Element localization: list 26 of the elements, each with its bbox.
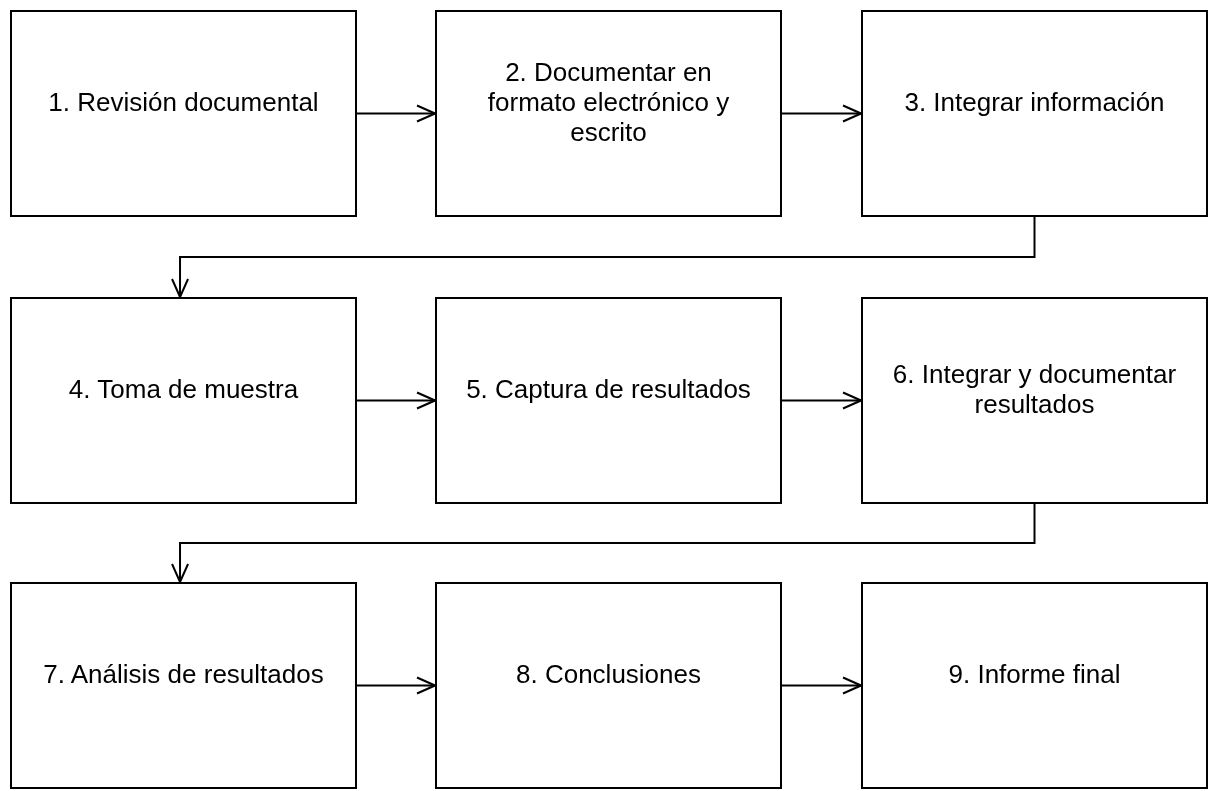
process-box: [435, 10, 782, 217]
box-label: 5. Captura de resultados: [466, 373, 751, 404]
process-box: [10, 10, 357, 217]
process-box: [861, 582, 1208, 789]
arrow: [356, 104, 436, 123]
arrow: [356, 676, 436, 695]
process-box: [861, 297, 1208, 504]
arrow: [356, 391, 436, 410]
arrow: [171, 503, 1036, 583]
process-box: [435, 582, 782, 789]
process-box: [435, 297, 782, 504]
arrow: [781, 676, 862, 695]
arrow: [781, 391, 862, 410]
box-label: 9. Informe final: [948, 658, 1121, 689]
box-label: 6. Integrar y documentar resultados: [891, 358, 1178, 419]
process-box: [10, 297, 357, 504]
arrow: [781, 104, 862, 123]
arrow: [171, 216, 1036, 298]
box-label: 3. Integrar información: [904, 86, 1165, 117]
box-label: 4. Toma de muestra: [68, 373, 299, 404]
process-box: [10, 582, 357, 789]
box-label: 8. Conclusiones: [516, 658, 701, 689]
box-label: 7. Análisis de resultados: [43, 658, 324, 689]
process-box: [861, 10, 1208, 217]
box-label: 1. Revisión documental: [48, 86, 319, 117]
box-label: 2. Documentar en formato electrónico y escrito: [486, 56, 731, 147]
